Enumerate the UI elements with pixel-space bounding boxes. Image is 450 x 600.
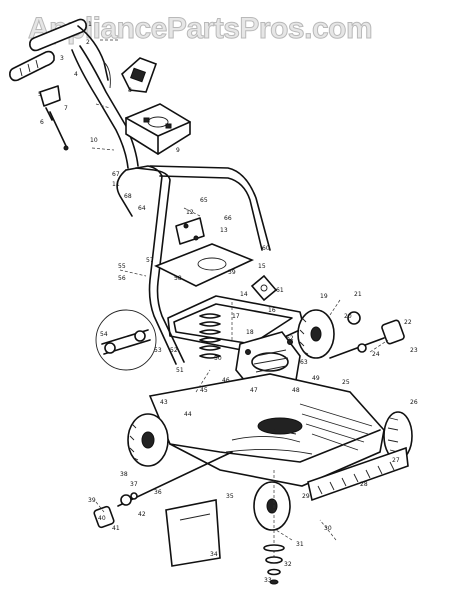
callout-21: 21 <box>354 291 362 298</box>
callout-59: 59 <box>228 269 236 276</box>
callout-3: 3 <box>60 55 64 62</box>
cord-plate <box>154 217 255 287</box>
callout-7: 7 <box>64 105 68 112</box>
callout-42: 42 <box>138 511 146 518</box>
callout-33: 33 <box>264 577 272 584</box>
callout-40: 40 <box>98 515 106 522</box>
callout-31: 31 <box>296 541 304 548</box>
callout-16: 16 <box>268 307 276 314</box>
callout-17: 17 <box>232 313 240 320</box>
callout-61: 61 <box>276 287 284 294</box>
callout-58: 58 <box>174 275 182 282</box>
callout-22: 22 <box>404 319 412 326</box>
callout-51: 51 <box>176 367 184 374</box>
deck-skirt <box>307 446 409 502</box>
callout-52: 52 <box>170 347 178 354</box>
callout-6: 6 <box>40 119 44 126</box>
callout-15: 15 <box>258 263 266 270</box>
callout-34: 34 <box>210 551 218 558</box>
wheel-rear-left <box>127 413 169 467</box>
wheel-front-right <box>297 309 335 359</box>
callout-63: 63 <box>300 359 308 366</box>
callout-35: 35 <box>226 493 234 500</box>
spring <box>199 313 221 359</box>
callout-46: 46 <box>222 377 230 384</box>
callout-44: 44 <box>184 411 192 418</box>
callout-labels: 1 2 3 4 5 6 7 8 9 10 11 12 13 14 15 16 1… <box>38 21 418 584</box>
lower-handle <box>116 165 271 365</box>
callout-64: 64 <box>138 205 146 212</box>
callout-32: 32 <box>284 561 292 568</box>
callout-4: 4 <box>74 71 78 78</box>
wheel-front-left <box>253 481 291 531</box>
rear-axle <box>93 451 233 529</box>
rear-flap <box>165 499 221 567</box>
callout-67: 67 <box>112 171 120 178</box>
callout-8: 8 <box>128 87 132 94</box>
callout-18: 18 <box>246 329 254 336</box>
callout-30: 30 <box>324 525 332 532</box>
callout-25: 25 <box>342 379 350 386</box>
callout-23: 23 <box>410 347 418 354</box>
callout-12: 12 <box>186 209 194 216</box>
handle-grip-left <box>9 50 55 82</box>
leader-lines <box>91 39 389 541</box>
callout-13: 13 <box>220 227 228 234</box>
callout-50: 50 <box>214 355 222 362</box>
callout-37: 37 <box>130 481 138 488</box>
callout-57: 57 <box>146 257 154 264</box>
callout-65: 65 <box>200 197 208 204</box>
handle-bracket <box>250 274 278 302</box>
callout-53: 53 <box>154 347 162 354</box>
callout-41: 41 <box>112 525 120 532</box>
callout-5: 5 <box>38 91 42 98</box>
upper-handle <box>71 25 139 169</box>
callout-43: 43 <box>160 399 168 406</box>
callout-39: 39 <box>88 497 96 504</box>
callout-2: 2 <box>86 39 90 46</box>
callout-20: 20 <box>344 313 352 320</box>
mower-deck <box>148 373 385 487</box>
callout-48: 48 <box>292 387 300 394</box>
callout-66: 66 <box>224 215 232 222</box>
switch-box <box>121 57 158 93</box>
callout-24: 24 <box>372 351 380 358</box>
callout-38: 38 <box>120 471 128 478</box>
callout-56: 56 <box>118 275 126 282</box>
switch-housing <box>125 103 191 155</box>
callout-27: 27 <box>392 457 400 464</box>
callout-60: 60 <box>262 245 270 252</box>
callout-9: 9 <box>176 147 180 154</box>
callout-29: 29 <box>302 493 310 500</box>
callout-26: 26 <box>410 399 418 406</box>
callout-54: 54 <box>100 331 108 338</box>
callout-49: 49 <box>312 375 320 382</box>
callout-45: 45 <box>200 387 208 394</box>
callout-68: 68 <box>124 193 132 200</box>
blade-hardware <box>263 470 285 585</box>
callout-1: 1 <box>88 21 92 28</box>
callout-11: 11 <box>112 181 120 188</box>
detail-inset <box>95 309 157 371</box>
callout-10: 10 <box>90 137 98 144</box>
callout-55: 55 <box>118 263 126 270</box>
callout-47: 47 <box>250 387 258 394</box>
callout-14: 14 <box>240 291 248 298</box>
callout-19: 19 <box>320 293 328 300</box>
handle-grip-right <box>29 18 87 52</box>
callout-62: 62 <box>286 335 294 342</box>
front-axle-hardware <box>329 311 405 359</box>
callout-36: 36 <box>154 489 162 496</box>
throttle-control <box>39 85 69 151</box>
callout-28: 28 <box>360 481 368 488</box>
